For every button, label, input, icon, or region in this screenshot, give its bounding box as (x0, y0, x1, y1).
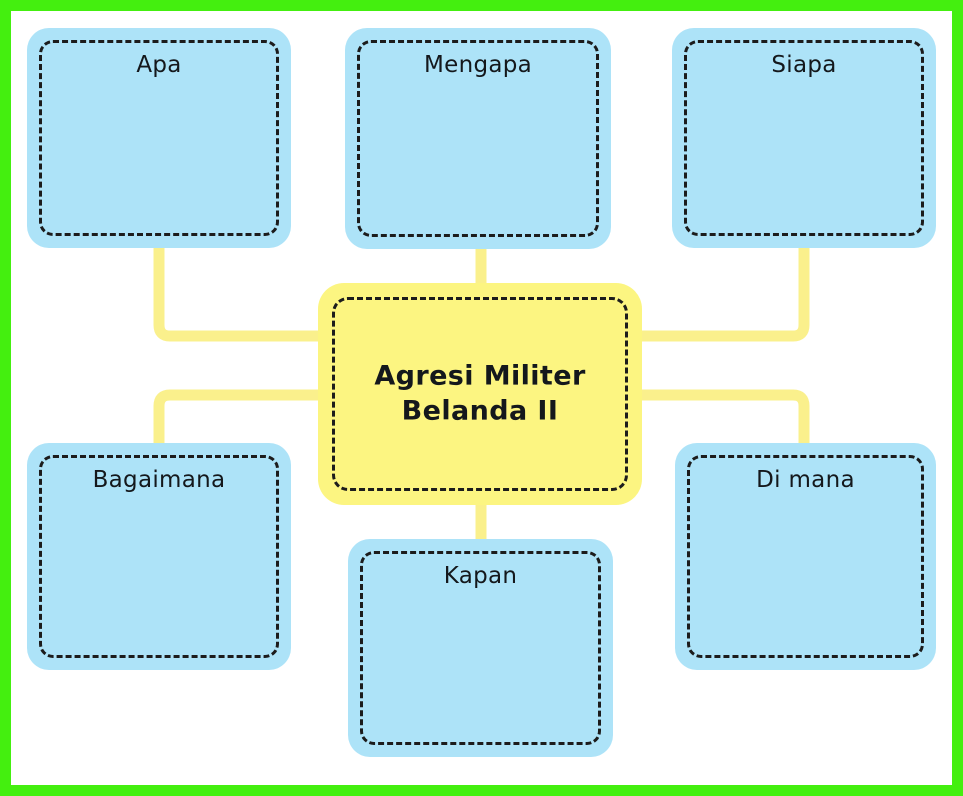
branch-label-dimana: Di mana (756, 467, 855, 493)
branch-label-bagaimana: Bagaimana (92, 467, 226, 493)
center-topic-line-1: Agresi Militer (374, 360, 586, 392)
branch-node-bagaimana[interactable]: Bagaimana (27, 443, 291, 670)
branch-node-kapan[interactable]: Kapan (348, 539, 613, 757)
branch-label-apa: Apa (136, 52, 182, 78)
center-topic-line-2: Belanda II (401, 395, 559, 426)
center-topic-label: Agresi Militer Belanda II (318, 359, 642, 428)
branch-label-siapa: Siapa (771, 52, 837, 78)
center-topic-node[interactable]: Agresi Militer Belanda II (318, 283, 642, 505)
branch-node-dimana[interactable]: Di mana (675, 443, 936, 670)
connector-siapa (636, 242, 810, 342)
branch-label-kapan: Kapan (443, 563, 518, 589)
branch-label-mengapa: Mengapa (423, 52, 533, 78)
connector-dimana (636, 389, 810, 449)
branch-node-apa[interactable]: Apa (27, 28, 291, 248)
connector-apa (153, 242, 324, 342)
connector-bagaimana (153, 389, 324, 449)
branch-node-siapa[interactable]: Siapa (672, 28, 936, 248)
branch-node-mengapa[interactable]: Mengapa (345, 28, 611, 249)
